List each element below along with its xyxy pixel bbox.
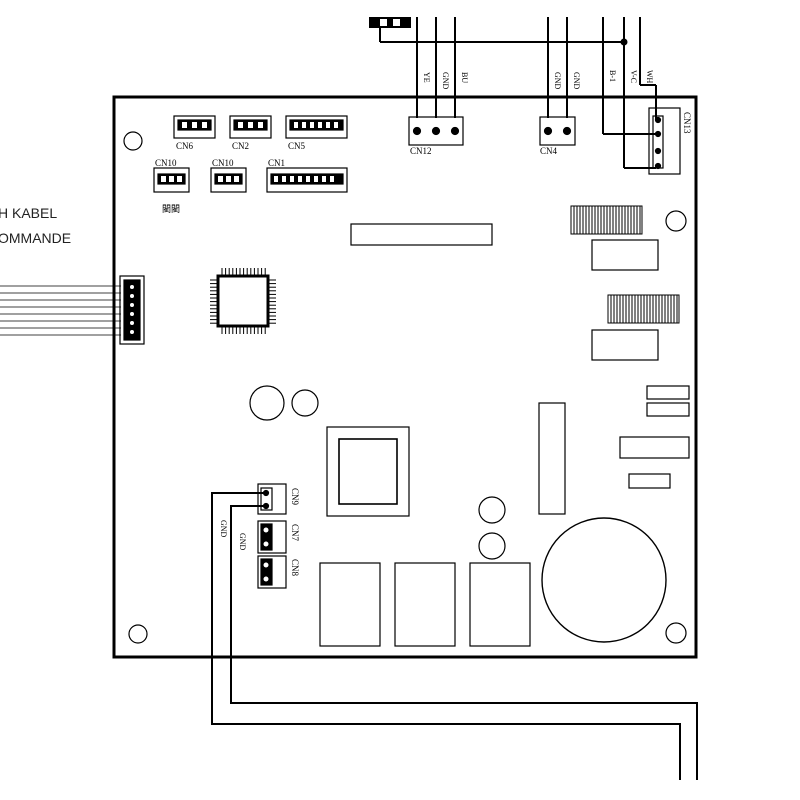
capacitors: [249, 385, 506, 560]
wire-label-cn12-a: YE: [422, 72, 431, 83]
pcb-board: [112, 95, 698, 659]
component-right-1: [591, 239, 659, 271]
label-cn4: CN4: [540, 146, 558, 156]
top-wire-labels: YE GND BU GND GND B-1 V-C WH: [422, 70, 654, 90]
wire-label-cn13-b: V-C: [629, 70, 638, 83]
ribbon-connector: [119, 275, 145, 345]
wire-label-cn4-b: GND: [572, 72, 581, 90]
wire-label-cn13-c: WH: [645, 70, 654, 84]
wire-label-cn13-a: B-1: [608, 70, 617, 82]
top-wires: [369, 17, 657, 169]
transformer: [326, 426, 410, 517]
component-right-2: [591, 329, 659, 361]
bottom-wires: [211, 492, 698, 780]
connector-cn2: [229, 115, 272, 139]
cable-label-line2: OMMANDE: [0, 230, 71, 246]
connector-cn10-a: [153, 167, 190, 193]
heatsink-upper: [570, 205, 643, 235]
wire-label-cn9-b: GND: [238, 533, 247, 551]
cable-label-line1: H KABEL: [0, 205, 57, 221]
connector-cn13: [648, 107, 681, 175]
label-cn7: CN7: [290, 524, 300, 542]
connector-cn4: [539, 116, 576, 146]
label-cn8: CN8: [290, 559, 300, 577]
label-cn10-b: CN10: [212, 158, 234, 168]
connector-cn8: [257, 555, 287, 589]
large-capacitor: [541, 517, 667, 643]
component-right-3: [646, 385, 690, 400]
component-right-6: [628, 473, 671, 489]
mounting-holes: [123, 131, 687, 644]
component-right-4: [646, 402, 690, 417]
label-cn10-a: CN10: [155, 158, 177, 168]
connector-cn5: [285, 115, 348, 139]
connector-cn12: [408, 116, 464, 146]
component-vertical-bar: [538, 402, 566, 515]
label-cn1: CN1: [268, 158, 285, 168]
connector-cn6: [173, 115, 216, 139]
relays: [319, 562, 531, 647]
connector-cn10-b: [210, 167, 247, 193]
connector-cn7: [257, 520, 287, 554]
label-cn6: CN6: [176, 141, 194, 151]
connector-cn1: [266, 167, 348, 193]
connector-cn9: [257, 483, 287, 515]
wire-label-cn9-a: GND: [219, 520, 228, 538]
label-cn12: CN12: [410, 146, 432, 156]
label-cn9: CN9: [290, 488, 300, 506]
component-strip: [350, 223, 493, 246]
label-cn13: CN13: [682, 112, 692, 134]
label-cn5: CN5: [288, 141, 306, 151]
wire-label-cn12-c: BU: [460, 72, 469, 83]
heatsink-lower: [607, 294, 680, 324]
smd-marking: 閵閵: [162, 204, 180, 214]
label-cn2: CN2: [232, 141, 249, 151]
component-right-5: [619, 436, 690, 459]
wire-label-cn12-b: GND: [441, 72, 450, 90]
wire-label-cn4-a: GND: [553, 72, 562, 90]
ribbon-cable: [0, 285, 121, 336]
microcontroller-chip: [210, 268, 276, 334]
